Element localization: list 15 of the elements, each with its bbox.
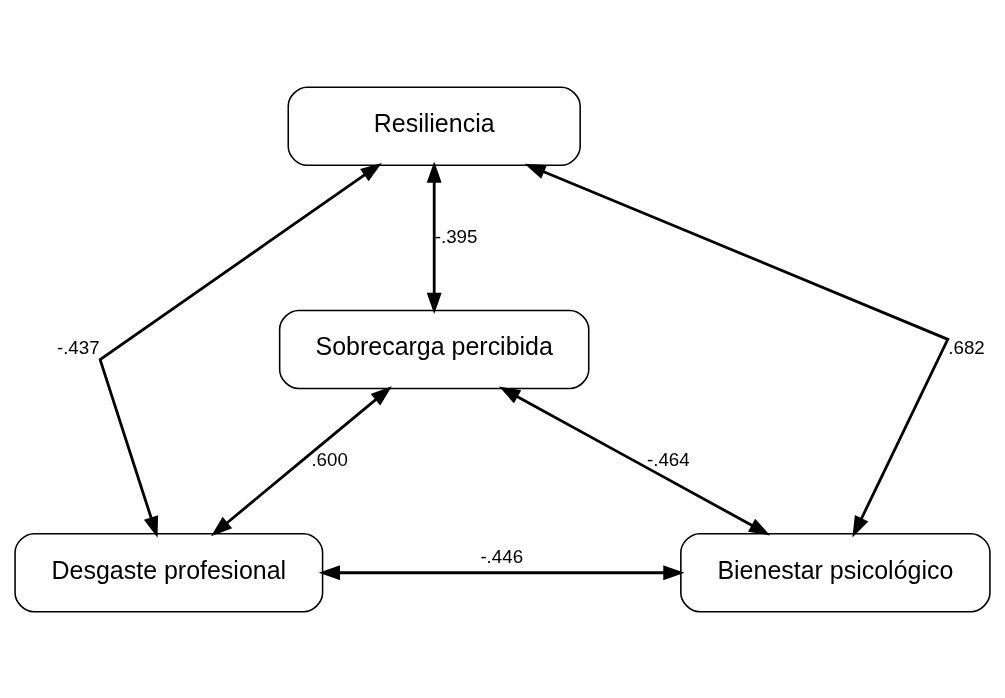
node-box: Resiliencia [287, 85, 581, 166]
edge-label: -.437 [56, 336, 100, 358]
node-box: Desgaste profesional [14, 532, 324, 613]
edge-label: -.464 [647, 448, 690, 470]
arrow [98, 162, 382, 538]
edge-label: .600 [311, 448, 348, 470]
arrow [499, 386, 771, 535]
arrow [211, 385, 392, 536]
node-box: Bienestar psicológico [680, 532, 991, 613]
arrow [524, 163, 950, 537]
arrow [426, 160, 442, 314]
node-box: Sobrecarga percibida [278, 309, 590, 389]
edge-label: .682 [948, 336, 985, 358]
edge-label: -.446 [480, 545, 524, 567]
arrow [318, 564, 685, 580]
